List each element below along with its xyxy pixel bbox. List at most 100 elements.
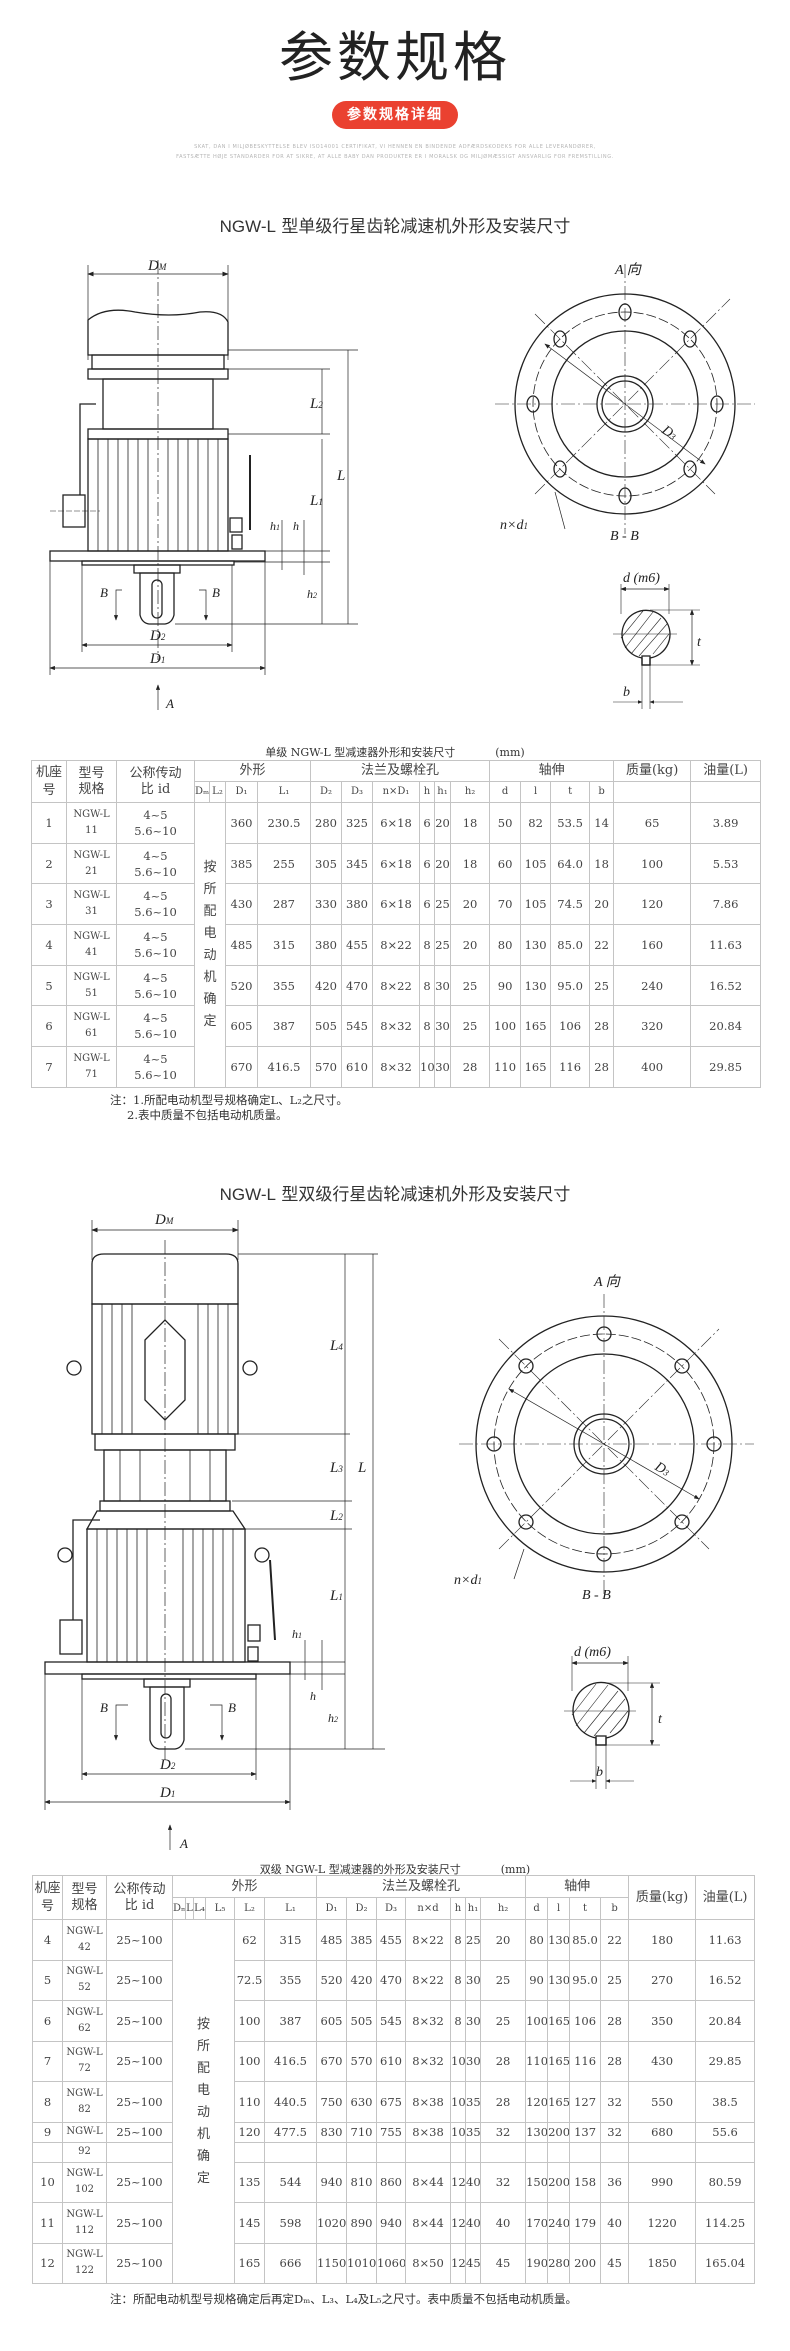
elevation-view: DM L2 L L1 h1 h h2 B B D2 D1 A [49,258,358,711]
value-cell: 385 [225,842,258,885]
value-cell: 416.5 [263,2040,318,2082]
value-cell: 605 [316,2000,348,2042]
column-subheader: h₁ [465,1897,482,1920]
value-cell: 11.63 [695,1919,756,1961]
value-cell: 330 [310,883,343,926]
transmission-ratio: 25~100 [106,2202,173,2244]
cell-line: NGW-L [73,930,110,942]
frame-number: 2 [31,842,67,885]
value-cell: 20 [480,1919,527,1961]
value-cell: 30 [434,1005,452,1048]
value-cell: 630 [346,2081,378,2123]
table1-note-2: 2.表中质量不包括电动机质量。 [127,1108,288,1122]
cell-line: NGW-L [66,2168,103,2180]
value-cell: 8 [450,1959,467,2001]
value-cell: 240 [547,2202,571,2244]
spec-details-button[interactable]: 参数规格详细 [332,101,458,129]
cell-line: 102 [74,2184,95,2196]
column-subheader: L₁ [256,781,312,803]
value-cell: 25 [480,1959,527,2001]
value-cell: 230.5 [256,802,312,844]
value-cell: 320 [613,1005,692,1048]
value-cell: 8×32 [372,1046,421,1088]
value-cell: 32 [600,2081,630,2123]
value-cell: 10 [450,2040,467,2082]
value-cell: 106 [550,1005,591,1048]
value-cell: 25 [465,1919,482,1961]
value-cell: 387 [263,2000,318,2042]
cell-line: 71 [85,1068,98,1080]
value-cell: 22 [589,924,615,966]
value-cell [263,2141,318,2163]
column-subheader: D₂ [310,781,343,803]
label-section-bb: B - B [610,529,639,544]
cell-line: 公称传动 [113,1881,166,1897]
value-cell: 130 [525,2121,549,2143]
label-section-b-left: B [100,1700,108,1715]
label-l: L [357,1460,366,1476]
label-d-m6: d (m6) [574,1645,611,1660]
value-cell: 477.5 [263,2121,318,2143]
value-cell: 8×22 [372,964,421,1007]
table1-caption: 单级 NGW-L 型减速器外形和安装尺寸(mm) [265,746,525,759]
value-cell: 137 [569,2121,602,2143]
cell-line: 92 [78,2146,91,2157]
value-cell: 605 [225,1005,258,1048]
base-plate [49,550,266,562]
value-cell: 82 [520,802,552,844]
value-cell: 200 [547,2121,571,2143]
label-nxd1: n×d1 [500,518,528,533]
flange-view-bb: A 向 B - B D3 n×d1 [454,1274,754,1603]
column-subheader: Dₘ [194,781,210,803]
cell-line: 公称传动 [129,765,182,781]
cell-line: NGW-L [66,1925,103,1937]
cell-line: 122 [74,2265,95,2277]
frame-number: 8 [32,2081,63,2123]
title-model: NGW-L [219,1185,276,1204]
cell-line: NGW-L [73,890,110,902]
cell-line: 4~5 [143,970,168,985]
value-cell: 485 [225,924,258,966]
label-t: t [697,635,702,650]
value-cell: 35 [465,2081,482,2123]
gearbox-housing [86,1528,246,1663]
label-b: b [623,685,630,700]
frame-number: 4 [31,924,67,966]
label-h1: h1 [292,1627,302,1641]
value-cell: 85.0 [550,924,591,966]
transmission-ratio: 25~100 [106,2040,173,2082]
value-cell: 8×44 [405,2202,452,2244]
value-cell: 100 [489,1005,522,1048]
value-cell: 110 [234,2081,265,2123]
value-cell: 165 [547,2040,571,2082]
value-cell [376,2141,407,2163]
column-subheader: L₁ [263,1897,318,1920]
cell-line: 规格 [71,1897,98,1913]
cell-line: 5.6~10 [134,1067,177,1082]
output-shaft [149,1686,185,1750]
cell-line: NGW-L [73,1052,110,1064]
value-cell: 570 [346,2040,378,2082]
value-cell: 610 [376,2040,407,2082]
section-title-single-stage: NGW-L 型单级行星齿轮减速机外形及安装尺寸 [0,212,790,237]
value-cell: 8×22 [372,924,421,966]
value-cell: 32 [480,2121,527,2143]
value-cell: 120 [234,2121,265,2143]
cell-line: 4~5 [143,807,168,822]
value-cell: 570 [310,1046,343,1088]
value-cell: 29.85 [695,2040,756,2082]
value-cell: 165 [547,2000,571,2042]
frame-number: 6 [31,1005,67,1048]
value-cell: 74.5 [550,883,591,926]
value-cell: 16.52 [695,1959,756,2001]
value-cell: 666 [263,2242,318,2284]
label-h2: h2 [307,587,317,601]
